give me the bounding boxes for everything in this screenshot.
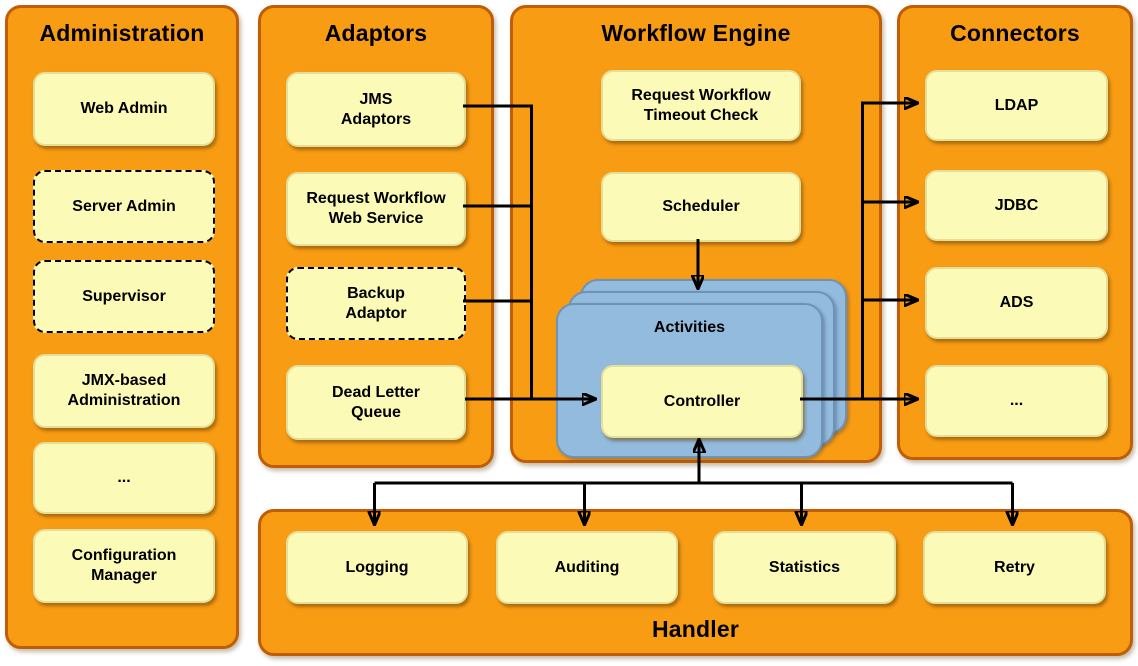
node-supervisor: Supervisor: [33, 260, 215, 333]
node-request-workflow-timeout-check: Request Workflow Timeout Check: [601, 70, 801, 141]
node-jms-adaptors: JMS Adaptors: [286, 72, 466, 147]
node-jmx-administration: JMX-based Administration: [33, 354, 215, 428]
node-retry: Retry: [923, 531, 1106, 604]
node-controller: Controller: [601, 365, 803, 438]
activities-label: Activities: [653, 319, 726, 336]
node-ads: ADS: [925, 267, 1108, 339]
node-request-workflow-web-service: Request Workflow Web Service: [286, 172, 466, 246]
panel-adaptors-title: Adaptors: [324, 20, 428, 46]
node-auditing: Auditing: [496, 531, 678, 604]
panel-administration-title: Administration: [39, 20, 205, 46]
node-connectors-ellipsis: ...: [925, 365, 1108, 437]
panel-workflow-engine-title: Workflow Engine: [601, 20, 791, 46]
panel-adaptors: Adaptors JMS Adaptors Request Workflow W…: [258, 5, 494, 468]
panel-workflow-engine: Workflow Engine Request Workflow Timeout…: [510, 5, 882, 463]
panel-connectors-title: Connectors: [950, 20, 1080, 46]
panel-connectors: Connectors LDAP JDBC ADS ...: [897, 5, 1133, 460]
node-scheduler: Scheduler: [601, 172, 801, 242]
node-server-admin: Server Admin: [33, 170, 215, 243]
panel-handler: Logging Auditing Statistics Retry Handle…: [258, 509, 1133, 656]
node-web-admin: Web Admin: [33, 72, 215, 146]
node-jdbc: JDBC: [925, 170, 1108, 241]
node-logging: Logging: [286, 531, 468, 604]
panel-administration: Administration Web Admin Server Admin Su…: [5, 5, 239, 649]
node-backup-adaptor: Backup Adaptor: [286, 267, 466, 340]
node-dead-letter-queue: Dead Letter Queue: [286, 365, 466, 440]
node-admin-ellipsis: ...: [33, 442, 215, 514]
node-ldap: LDAP: [925, 70, 1108, 141]
node-statistics: Statistics: [713, 531, 896, 604]
node-configuration-manager: Configuration Manager: [33, 529, 215, 603]
panel-handler-title: Handler: [651, 616, 740, 642]
